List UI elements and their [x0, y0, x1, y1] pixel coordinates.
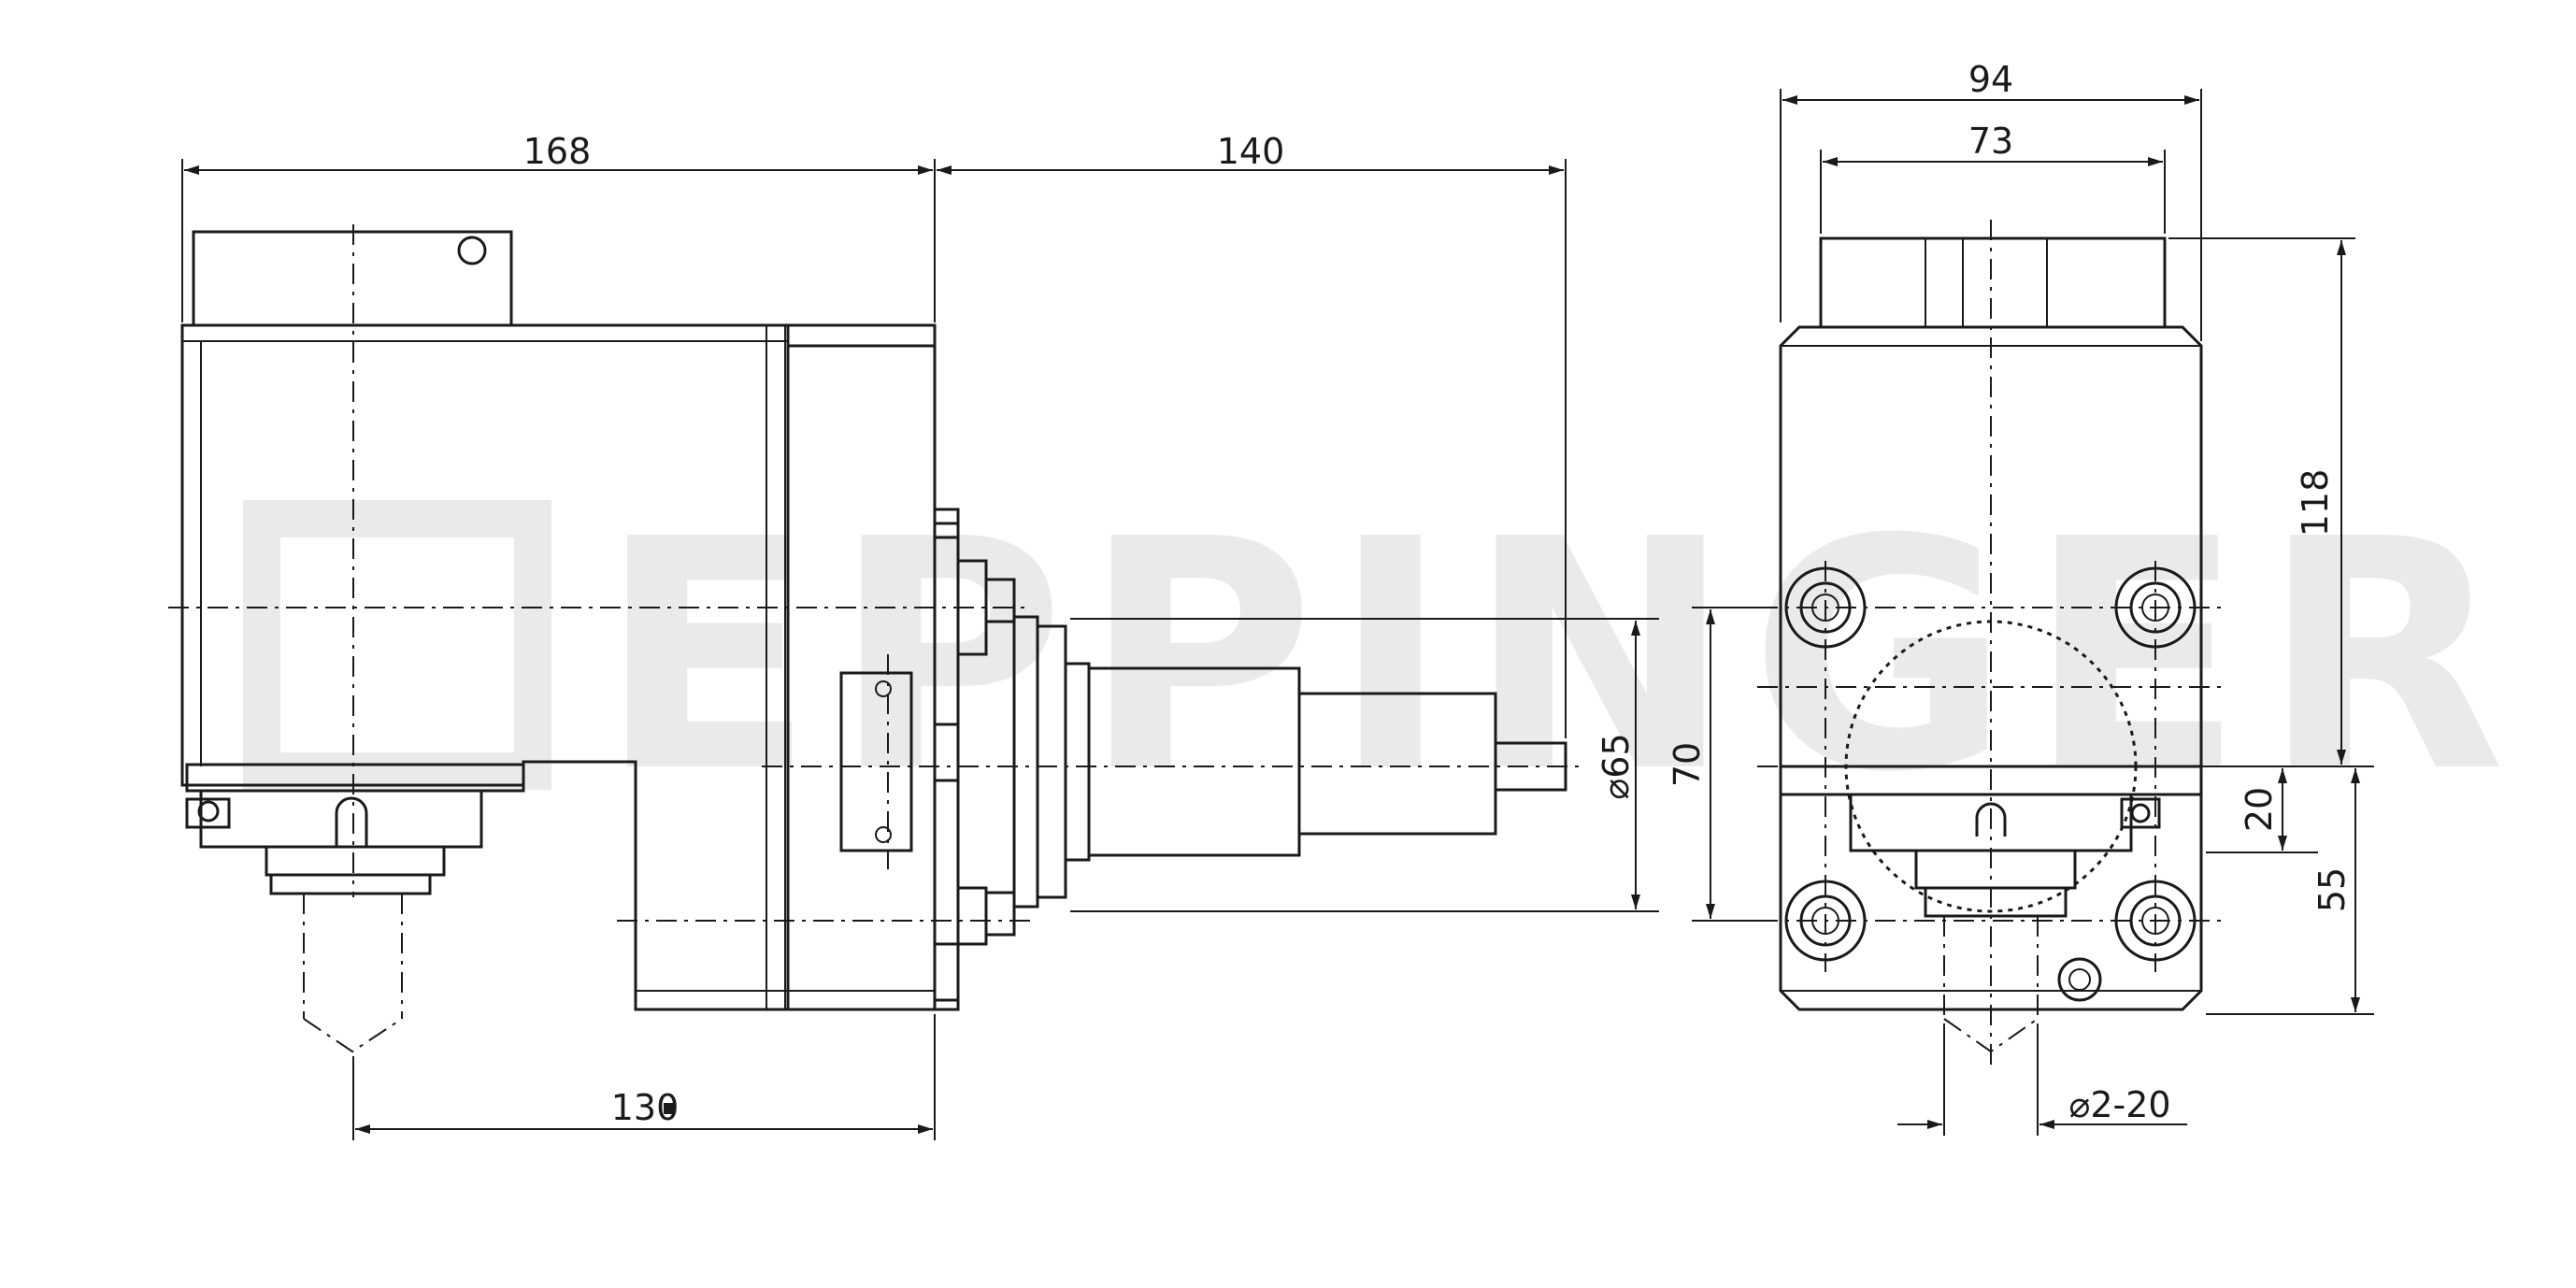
dim-collet-range: ⌀2-20	[2068, 1084, 2170, 1125]
housing	[1779, 325, 2203, 1011]
asterisk-mark	[664, 1103, 675, 1114]
dim-118: 118	[2295, 469, 2336, 537]
dim-70: 70	[1667, 742, 1708, 787]
side-view: 168 140 130 ⌀65	[168, 131, 1659, 1140]
front-view: 94 73 118 20 55 70 ⌀2-20	[1667, 59, 2374, 1136]
dim-diameter-65: ⌀65	[1596, 733, 1637, 799]
screw-icon	[457, 236, 487, 265]
dim-94: 94	[1968, 59, 2013, 100]
watermark-text: EPPINGER	[598, 472, 2523, 842]
main-body	[180, 323, 790, 1011]
watermark: EPPINGER	[243, 472, 2523, 842]
top-motor	[1819, 236, 2167, 329]
label-plate	[839, 671, 913, 852]
dim-55: 55	[2311, 867, 2353, 912]
dim-140: 140	[1217, 131, 1285, 172]
dim-168: 168	[523, 131, 592, 172]
dim-73: 73	[1968, 121, 2013, 162]
screw-icon	[2057, 957, 2102, 1002]
dim-20: 20	[2239, 787, 2280, 832]
